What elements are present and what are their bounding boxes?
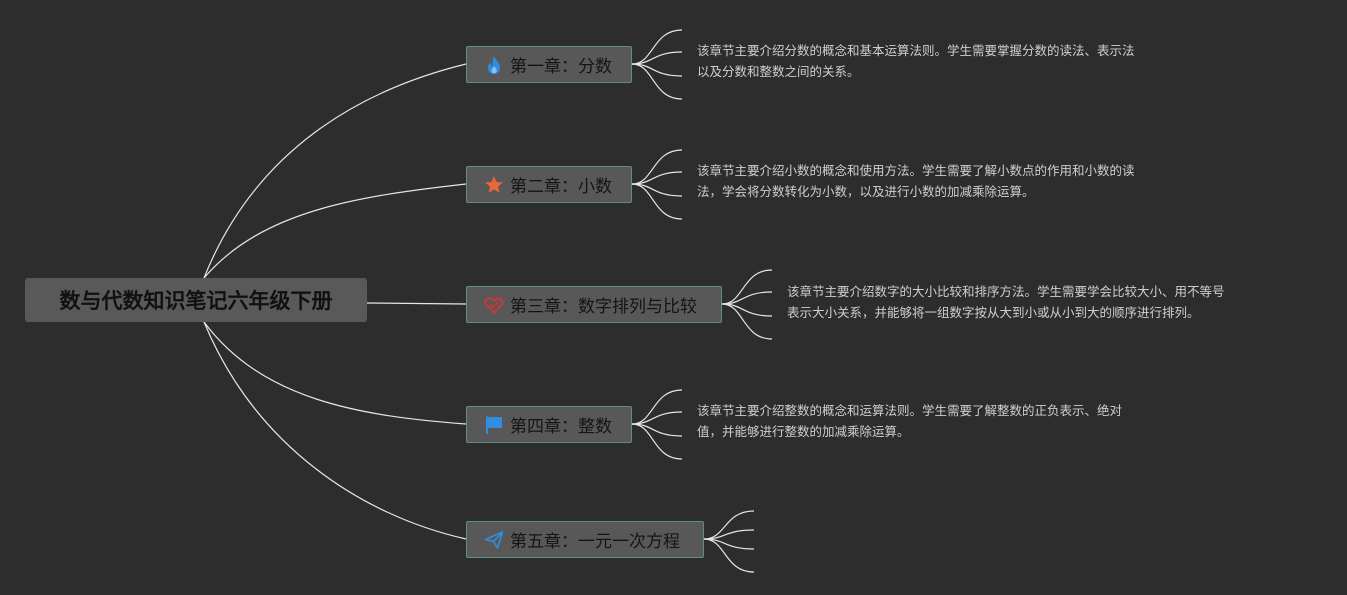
note-line: 值，并能够进行整数的加减乘除运算。 (697, 424, 910, 439)
detail-branch-1-4 (631, 63, 683, 100)
detail-branch-3-1 (721, 269, 773, 305)
root-link-chapter-2 (203, 183, 467, 279)
topic-label: 第二章：小数 (510, 177, 612, 197)
detail-branch-5-1 (703, 510, 755, 540)
detail-branch-2-4 (631, 183, 683, 220)
root-link-chapter-1 (203, 63, 467, 279)
topic-label: 第四章：整数 (510, 417, 612, 437)
note-line: 法，学会将分数转化为小数，以及进行小数的加减乘除运算。 (697, 184, 1035, 199)
root-link-chapter-5 (203, 321, 467, 540)
detail-branch-4-2 (631, 411, 683, 425)
detail-branch-5-4 (703, 538, 755, 573)
detail-branch-3-2 (721, 291, 773, 305)
note-line: 表示大小关系，并能够将一组数字按从大到小或从小到大的顺序进行排列。 (787, 305, 1200, 320)
topic-label: 第三章：数字排列与比较 (510, 297, 697, 317)
heart-icon (484, 295, 504, 315)
note-chapter-2: 该章节主要介绍小数的概念和使用方法。学生需要了解小数点的作用和小数的读 法，学会… (697, 160, 1135, 202)
topic-label: 第五章：一元一次方程 (510, 532, 680, 552)
note-chapter-1: 该章节主要介绍分数的概念和基本运算法则。学生需要掌握分数的读法、表示法 以及分数… (697, 40, 1135, 82)
flag-icon (484, 415, 504, 435)
central-topic-label: 数与代数知识笔记六年级下册 (59, 289, 333, 313)
topic-chapter-2[interactable]: 第二章：小数 (466, 166, 632, 203)
topic-chapter-3[interactable]: 第三章：数字排列与比较 (466, 286, 722, 323)
note-chapter-4: 该章节主要介绍整数的概念和运算法则。学生需要了解整数的正负表示、绝对 值，并能够… (697, 400, 1122, 442)
note-line: 该章节主要介绍小数的概念和使用方法。学生需要了解小数点的作用和小数的读 (697, 163, 1135, 178)
topic-chapter-1[interactable]: 第一章：分数 (466, 46, 632, 83)
note-chapter-3: 该章节主要介绍数字的大小比较和排序方法。学生需要学会比较大小、用不等号 表示大小… (787, 281, 1225, 323)
topic-chapter-4[interactable]: 第四章：整数 (466, 406, 632, 443)
detail-branch-2-1 (631, 149, 683, 185)
paper-plane-icon (484, 530, 504, 550)
flame-icon (484, 55, 504, 75)
detail-branch-4-4 (631, 423, 683, 460)
star-icon (484, 175, 504, 195)
note-line: 该章节主要介绍数字的大小比较和排序方法。学生需要学会比较大小、用不等号 (787, 284, 1225, 299)
detail-branch-3-4 (721, 303, 773, 340)
root-link-chapter-4 (203, 321, 467, 425)
detail-branch-1-2 (631, 51, 683, 65)
note-line: 该章节主要介绍整数的概念和运算法则。学生需要了解整数的正负表示、绝对 (697, 403, 1123, 418)
central-topic[interactable]: 数与代数知识笔记六年级下册 (25, 278, 367, 322)
note-line: 以及分数和整数之间的关系。 (697, 64, 860, 79)
root-link-chapter-3 (366, 302, 467, 305)
detail-branch-2-2 (631, 171, 683, 185)
detail-branch-4-1 (631, 389, 683, 425)
note-line: 该章节主要介绍分数的概念和基本运算法则。学生需要掌握分数的读法、表示法 (697, 43, 1135, 58)
topic-chapter-5[interactable]: 第五章：一元一次方程 (466, 521, 704, 558)
topic-label: 第一章：分数 (510, 57, 612, 77)
detail-branch-1-1 (631, 29, 683, 65)
